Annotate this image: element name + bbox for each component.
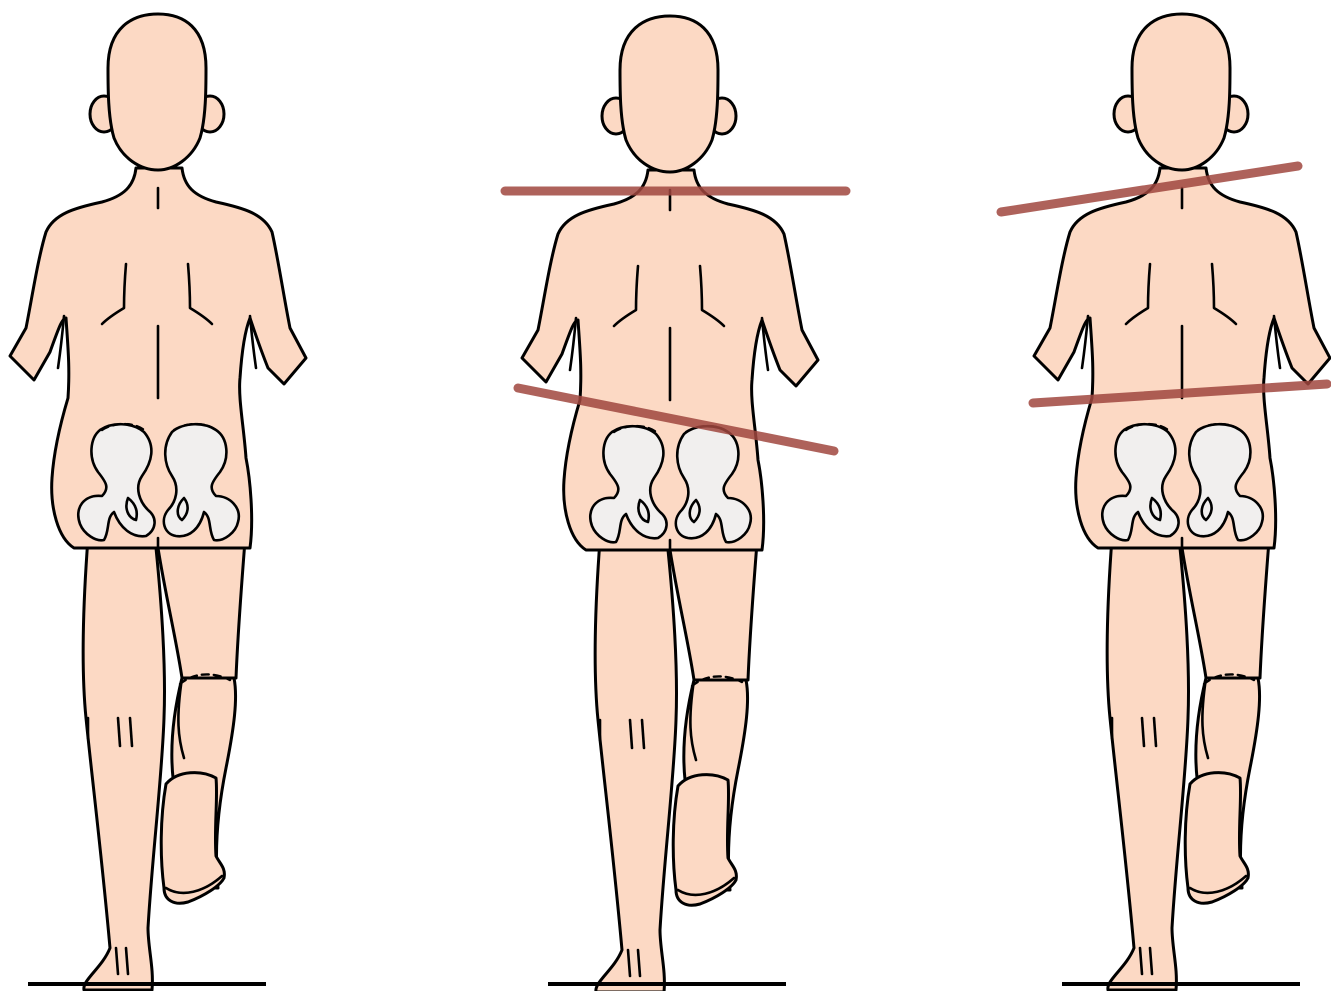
figure-trunk-lean [1001,14,1330,990]
figure-body [1034,14,1330,990]
figure-body [10,14,306,990]
figure-pelvic-drop [505,16,846,991]
figure-body [522,16,818,991]
figure-neutral [10,14,306,990]
